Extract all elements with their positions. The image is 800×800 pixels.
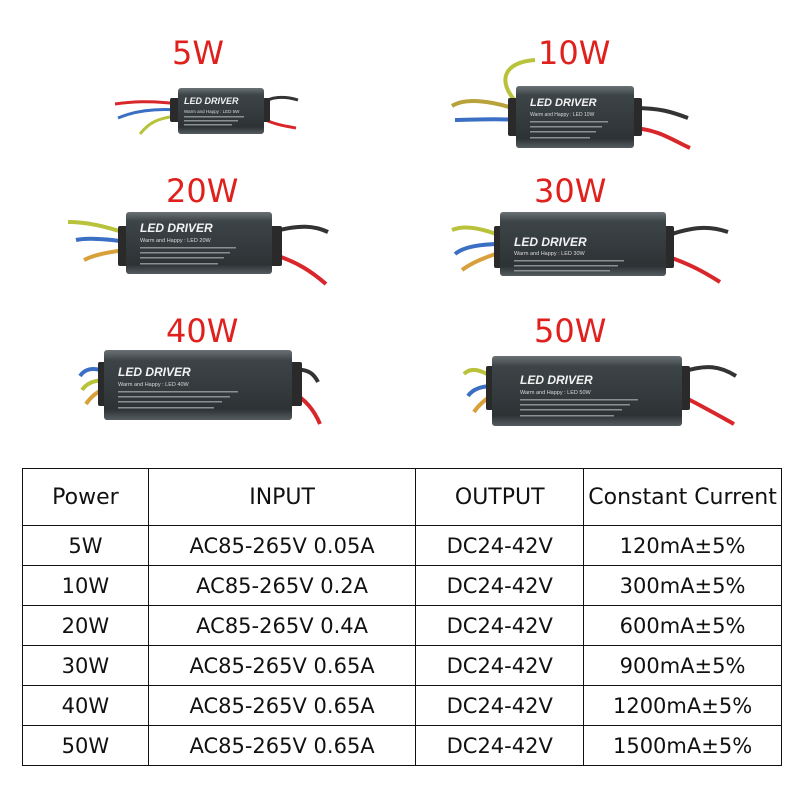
cell-power: 5W	[22, 525, 149, 566]
cell-power: 50W	[22, 725, 149, 766]
cell-power: 30W	[22, 645, 149, 686]
cell-power: 40W	[22, 685, 149, 726]
cell-current: 1500mA±5%	[583, 725, 782, 766]
cell-current: 600mA±5%	[583, 605, 782, 646]
driver-10w: LED DRIVER Warm and Happy : LED 10W	[450, 58, 691, 150]
product-label-10w: 10W	[538, 34, 611, 72]
driver-5w-title: LED DRIVER	[184, 96, 239, 106]
driver-10w-title: LED DRIVER	[530, 97, 597, 109]
driver-20w-title: LED DRIVER	[140, 221, 213, 235]
product-label-30w: 30W	[534, 172, 607, 210]
product-label-20w: 20W	[166, 172, 239, 210]
driver-40w-title: LED DRIVER	[118, 365, 191, 379]
cell-input: AC85-265V 0.65A	[147, 685, 417, 726]
cell-current: 1200mA±5%	[583, 685, 782, 726]
driver-5w-model: Warm and Happy : LED 5W	[184, 109, 240, 114]
cell-output: DC24-42V	[415, 685, 585, 726]
product-label-40w: 40W	[166, 312, 239, 350]
cell-input: AC85-265V 0.2A	[147, 565, 417, 606]
product-label-5w: 5W	[172, 34, 224, 72]
driver-20w-model: Warm and Happy : LED 20W	[140, 238, 212, 244]
driver-50w-model: Warm and Happy : LED 50W	[520, 390, 592, 396]
cell-output: DC24-42V	[415, 725, 585, 766]
cell-output: DC24-42V	[415, 645, 585, 686]
driver-40w: LED DRIVER Warm and Happy : LED 40W	[78, 350, 322, 425]
product-photos: LED DRIVER Warm and Happy : LED 5W LED D…	[67, 58, 738, 426]
cell-output: DC24-42V	[415, 525, 585, 566]
header-output: OUTPUT	[415, 468, 585, 526]
driver-40w-model: Warm and Happy : LED 40W	[118, 382, 190, 388]
cell-input: AC85-265V 0.65A	[147, 725, 417, 766]
cell-input: AC85-265V 0.05A	[147, 525, 417, 566]
driver-5w: LED DRIVER Warm and Happy : LED 5W	[114, 88, 299, 135]
cell-current: 120mA±5%	[583, 525, 782, 566]
cell-output: DC24-42V	[415, 565, 585, 606]
driver-30w: LED DRIVER Warm and Happy : LED 30W	[451, 212, 729, 284]
cell-power: 10W	[22, 565, 149, 606]
table-row: 30W AC85-265V 0.65A DC24-42V 900mA±5%	[22, 645, 782, 686]
table-row: 50W AC85-265V 0.65A DC24-42V 1500mA±5%	[22, 725, 782, 766]
cell-current: 900mA±5%	[583, 645, 782, 686]
table-row: 20W AC85-265V 0.4A DC24-42V 600mA±5%	[22, 605, 782, 646]
table-row: 5W AC85-265V 0.05A DC24-42V 120mA±5%	[22, 525, 782, 566]
driver-30w-title: LED DRIVER	[514, 235, 587, 249]
table-row: 10W AC85-265V 0.2A DC24-42V 300mA±5%	[22, 565, 782, 606]
cell-current: 300mA±5%	[583, 565, 782, 606]
table-header-row: Power INPUT OUTPUT Constant Current	[22, 468, 782, 526]
spec-table: Power INPUT OUTPUT Constant Current 5W A…	[22, 468, 782, 766]
header-input: INPUT	[147, 468, 417, 526]
driver-30w-model: Warm and Happy : LED 30W	[514, 251, 586, 257]
driver-50w-title: LED DRIVER	[520, 373, 593, 387]
cell-power: 20W	[22, 605, 149, 646]
driver-50w: LED DRIVER Warm and Happy : LED 50W	[462, 356, 738, 426]
cell-output: DC24-42V	[415, 605, 585, 646]
cell-input: AC85-265V 0.4A	[147, 605, 417, 646]
header-constant-current: Constant Current	[583, 468, 782, 526]
cell-input: AC85-265V 0.65A	[147, 645, 417, 686]
driver-10w-model: Warm and Happy : LED 10W	[530, 112, 595, 118]
driver-20w: LED DRIVER Warm and Happy : LED 20W	[67, 212, 329, 286]
product-label-50w: 50W	[534, 312, 607, 350]
table-row: 40W AC85-265V 0.65A DC24-42V 1200mA±5%	[22, 685, 782, 726]
header-power: Power	[22, 468, 149, 526]
